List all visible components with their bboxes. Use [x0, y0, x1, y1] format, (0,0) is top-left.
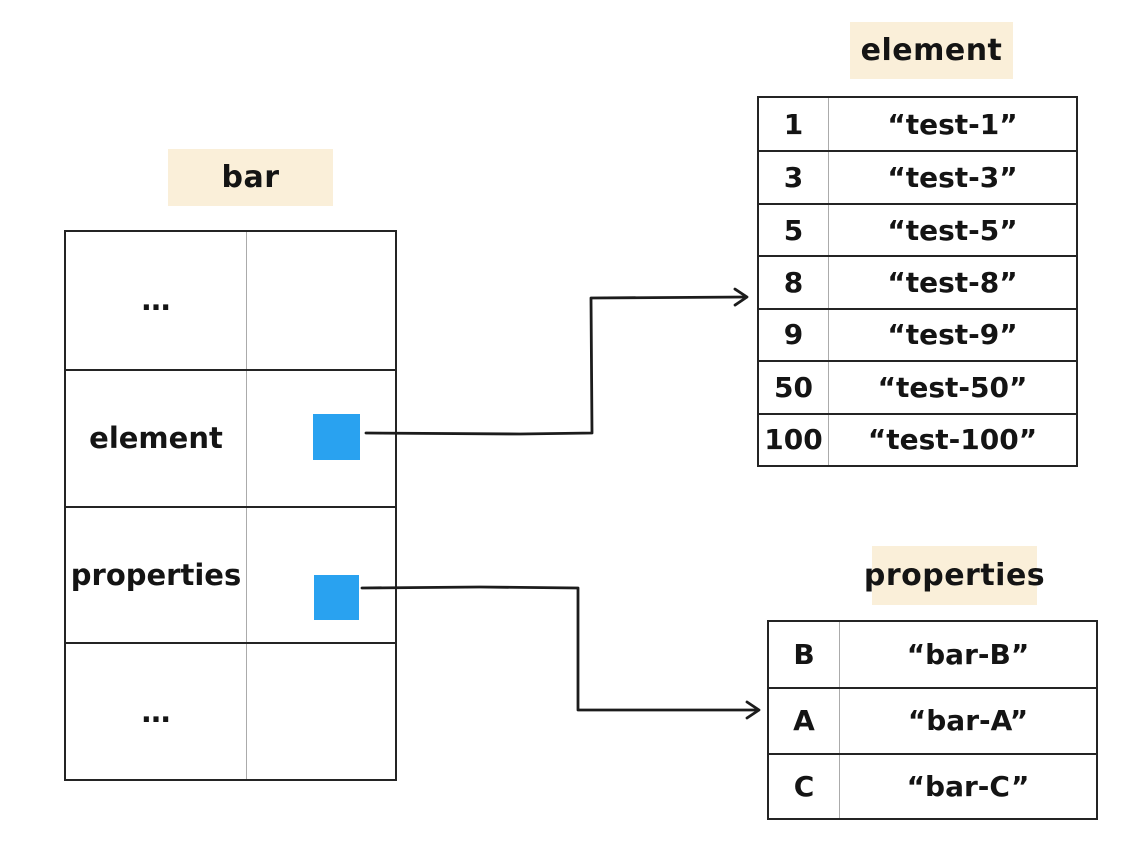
bar-row-key: properties — [70, 557, 242, 592]
element-row-key: 5 — [783, 213, 804, 247]
properties-row-value: “bar-B” — [839, 622, 1096, 688]
bar-table-label: bar — [168, 149, 333, 206]
properties-row-key: A — [793, 704, 815, 738]
element-row-key: 3 — [783, 161, 804, 195]
bar-row-key: … — [141, 694, 171, 729]
element-row-value: “test-3” — [828, 152, 1076, 203]
arrow-properties-pointer — [360, 585, 761, 720]
element-row: 50 “test-50” — [759, 360, 1076, 413]
properties-row: B “bar-B” — [769, 622, 1096, 688]
bar-row-element: element — [66, 368, 395, 506]
element-row: 1 “test-1” — [759, 98, 1076, 151]
element-row-key: 100 — [764, 423, 823, 457]
bar-table-label-text: bar — [221, 160, 280, 195]
properties-row-key: C — [793, 769, 815, 803]
properties-row: A “bar-A” — [769, 687, 1096, 753]
properties-row-value: “bar-A” — [839, 689, 1096, 753]
bar-row-value-cell — [246, 370, 395, 506]
element-row-key: 9 — [783, 318, 804, 352]
arrow-element-pointer — [364, 287, 749, 436]
element-table-label-text: element — [860, 33, 1003, 68]
bar-row-value-cell — [246, 507, 395, 643]
bar-row-key: element — [89, 421, 223, 456]
properties-table-label-text: properties — [863, 558, 1046, 593]
element-row-key: 50 — [774, 370, 813, 404]
bar-row-value-cell — [246, 644, 395, 779]
element-row-value: “test-100” — [828, 414, 1076, 465]
properties-row: C “bar-C” — [769, 752, 1096, 818]
bar-row-ellipsis-bottom: … — [66, 642, 395, 779]
element-row: 5 “test-5” — [759, 202, 1076, 256]
element-row-value: “test-9” — [828, 309, 1076, 361]
properties-pointer-square — [314, 574, 359, 620]
element-row-value: “test-50” — [828, 362, 1076, 413]
bar-row-value-cell — [246, 232, 395, 369]
element-row-key: 1 — [783, 107, 804, 141]
properties-table-label: properties — [864, 546, 1045, 605]
element-row-value: “test-5” — [828, 204, 1076, 256]
element-table: 1 “test-1” 3 “test-3” 5 “test-5” 8 “test… — [757, 96, 1078, 467]
element-row-key: 8 — [783, 265, 804, 299]
properties-table: B “bar-B” A “bar-A” C “bar-C” — [767, 620, 1098, 820]
bar-row-key: … — [141, 283, 171, 318]
element-pointer-square — [313, 413, 360, 460]
element-table-label: element — [850, 22, 1013, 79]
bar-row-ellipsis-top: … — [66, 232, 395, 369]
element-row: 100 “test-100” — [759, 412, 1076, 465]
element-row: 9 “test-9” — [759, 307, 1076, 361]
element-row-value: “test-8” — [828, 257, 1076, 308]
element-row-value: “test-1” — [828, 98, 1076, 151]
properties-row-value: “bar-C” — [839, 754, 1096, 818]
element-row: 8 “test-8” — [759, 255, 1076, 308]
bar-table: … element properties … — [64, 230, 397, 781]
bar-row-properties: properties — [66, 505, 395, 643]
element-row: 3 “test-3” — [759, 150, 1076, 203]
properties-row-key: B — [793, 638, 815, 672]
